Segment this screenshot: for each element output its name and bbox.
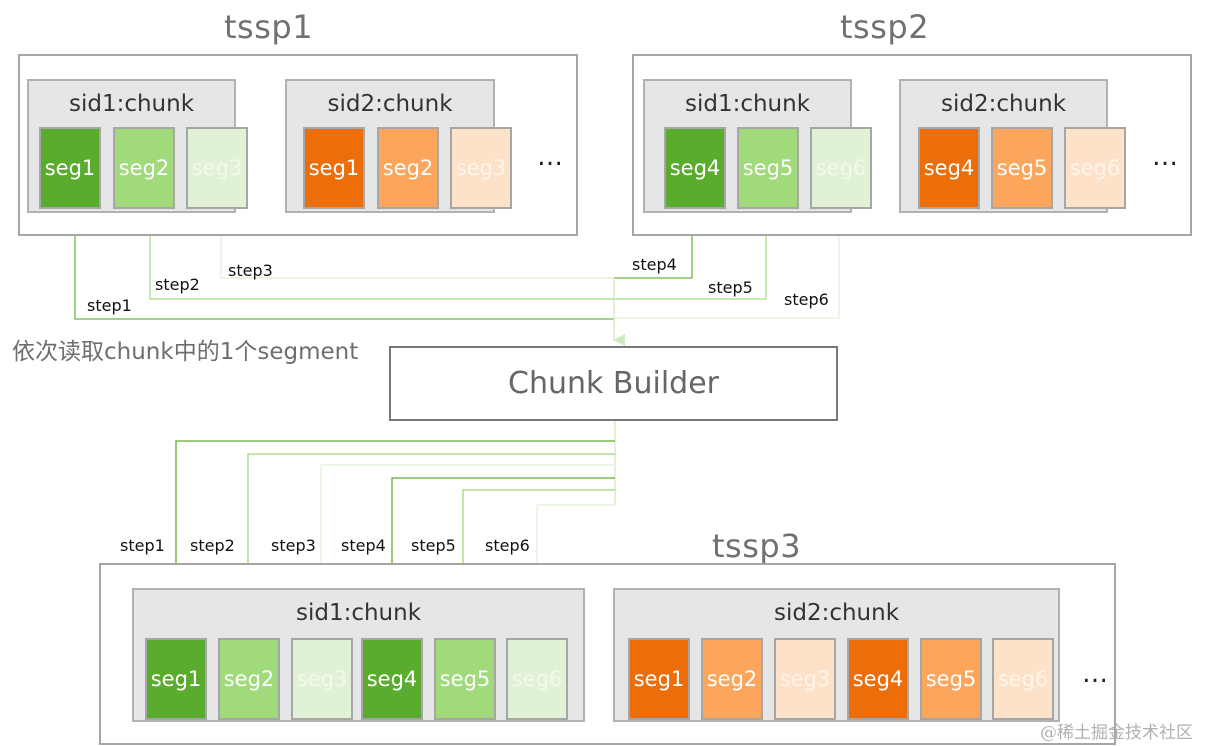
segment: seg3 xyxy=(774,638,836,720)
segment: seg2 xyxy=(113,127,175,209)
chunk-label: sid1:chunk xyxy=(684,91,811,117)
tssp2-title: tssp2 xyxy=(840,8,930,46)
segment: seg3 xyxy=(450,127,512,209)
tssp3-container: sid1:chunk seg1 seg2 seg3 seg4 seg5 seg6… xyxy=(99,563,1116,745)
segment: seg3 xyxy=(186,127,248,209)
tssp2-container: sid1:chunk seg4 seg5 seg6 sid2:chunk seg… xyxy=(632,54,1192,236)
tssp1-sid2-chunk: sid2:chunk seg1 seg2 seg3 xyxy=(285,79,512,213)
tssp2-sid2-chunk: sid2:chunk seg4 seg5 seg6 xyxy=(899,79,1126,213)
segment: seg1 xyxy=(628,638,690,720)
segment: seg6 xyxy=(992,638,1054,720)
wire-read-step5 xyxy=(614,209,767,300)
read-note: 依次读取chunk中的1个segment xyxy=(12,339,359,365)
segment: seg1 xyxy=(303,127,365,209)
watermark: @稀土掘金技术社区 xyxy=(1040,723,1193,743)
wire-read-step1 xyxy=(74,209,614,320)
segment: seg2 xyxy=(701,638,763,720)
read-step-label: step4 xyxy=(632,255,677,274)
write-step-label: step4 xyxy=(341,536,386,555)
chunk-label: sid1:chunk xyxy=(68,91,195,117)
segment: seg5 xyxy=(920,638,982,720)
tssp3-sid2-chunk: sid2:chunk seg1 seg2 seg3 seg4 seg5 seg6 xyxy=(613,588,1060,722)
segment: seg2 xyxy=(218,638,280,720)
segment: seg5 xyxy=(991,127,1053,209)
tssp3-sid1-chunk: sid1:chunk seg1 seg2 seg3 seg4 seg5 seg6 xyxy=(132,588,585,722)
read-step-label: step1 xyxy=(87,296,132,315)
segment: seg4 xyxy=(918,127,980,209)
tssp1-title: tssp1 xyxy=(224,8,314,46)
ellipsis-icon: … xyxy=(1082,659,1109,689)
segment: seg3 xyxy=(291,638,353,720)
chunk-builder-box: Chunk Builder xyxy=(389,346,838,421)
write-step-label: step5 xyxy=(411,536,456,555)
segment: seg6 xyxy=(1064,127,1126,209)
segment: seg5 xyxy=(434,638,496,720)
segment: seg1 xyxy=(39,127,101,209)
segment: seg2 xyxy=(377,127,439,209)
wire-read-step2 xyxy=(149,209,614,300)
wire-read-step6 xyxy=(614,209,840,319)
segment: seg4 xyxy=(361,638,423,720)
segment: seg4 xyxy=(847,638,909,720)
read-step-label: step5 xyxy=(708,278,753,297)
tssp1-sid1-chunk: sid1:chunk seg1 seg2 seg3 xyxy=(27,79,248,213)
chunk-label: sid2:chunk xyxy=(940,91,1067,117)
segment: seg4 xyxy=(664,127,726,209)
ellipsis-icon: … xyxy=(1152,142,1179,172)
segment: seg6 xyxy=(810,127,872,209)
ellipsis-icon: … xyxy=(537,142,564,172)
segment: seg1 xyxy=(145,638,207,720)
chunk-label: sid1:chunk xyxy=(295,600,422,626)
chunk-label: sid2:chunk xyxy=(327,91,453,117)
segment: seg6 xyxy=(506,638,568,720)
write-step-label: step2 xyxy=(190,536,235,555)
write-step-label: step3 xyxy=(271,536,316,555)
read-step-label: step3 xyxy=(228,261,273,280)
read-step-label: step2 xyxy=(155,275,200,294)
write-step-label: step6 xyxy=(485,536,530,555)
segment: seg5 xyxy=(737,127,799,209)
tssp2-sid1-chunk: sid1:chunk seg4 seg5 seg6 xyxy=(643,79,872,213)
write-step-label: step1 xyxy=(120,536,165,555)
tssp1-container: sid1:chunk seg1 seg2 seg3 sid2:chunk seg… xyxy=(18,54,578,236)
read-step-label: step6 xyxy=(784,290,829,309)
chunk-label: sid2:chunk xyxy=(773,600,900,626)
tssp3-title: tssp3 xyxy=(712,527,802,565)
